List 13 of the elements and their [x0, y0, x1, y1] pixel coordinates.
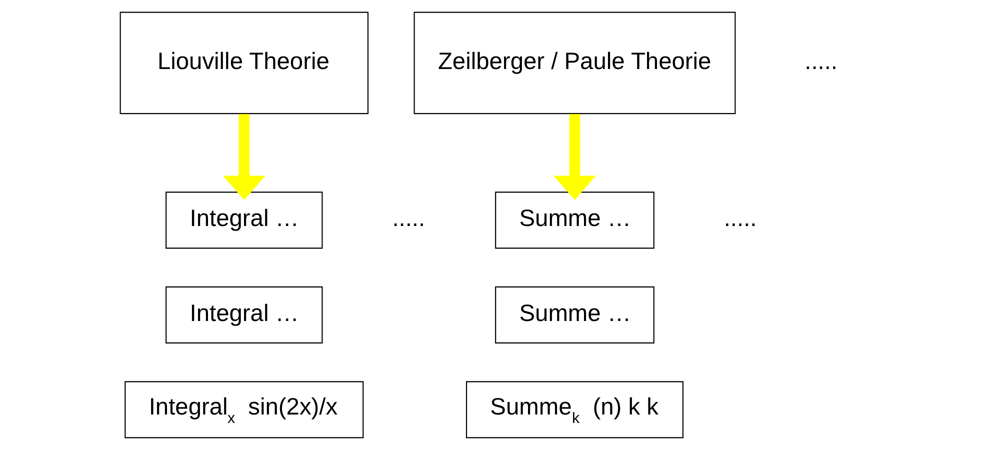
node-box: Integral …: [165, 192, 322, 249]
node-box: Summe …: [494, 192, 654, 249]
node-box: Zeilberger / Paule Theorie: [413, 12, 736, 114]
node-box: Summe$_{k}$ (n) k k: [465, 381, 683, 438]
arrow: [552, 114, 596, 200]
label: .....: [723, 206, 756, 232]
node-box: Integral …: [165, 286, 322, 344]
node-box: Liouville Theorie: [119, 12, 368, 114]
node-box: Integral$_{x}$ sin(2x)/x: [124, 381, 364, 438]
node-box: Summe …: [494, 286, 654, 344]
label: .....: [804, 48, 838, 75]
arrow: [222, 114, 265, 200]
label: .....: [392, 206, 425, 232]
